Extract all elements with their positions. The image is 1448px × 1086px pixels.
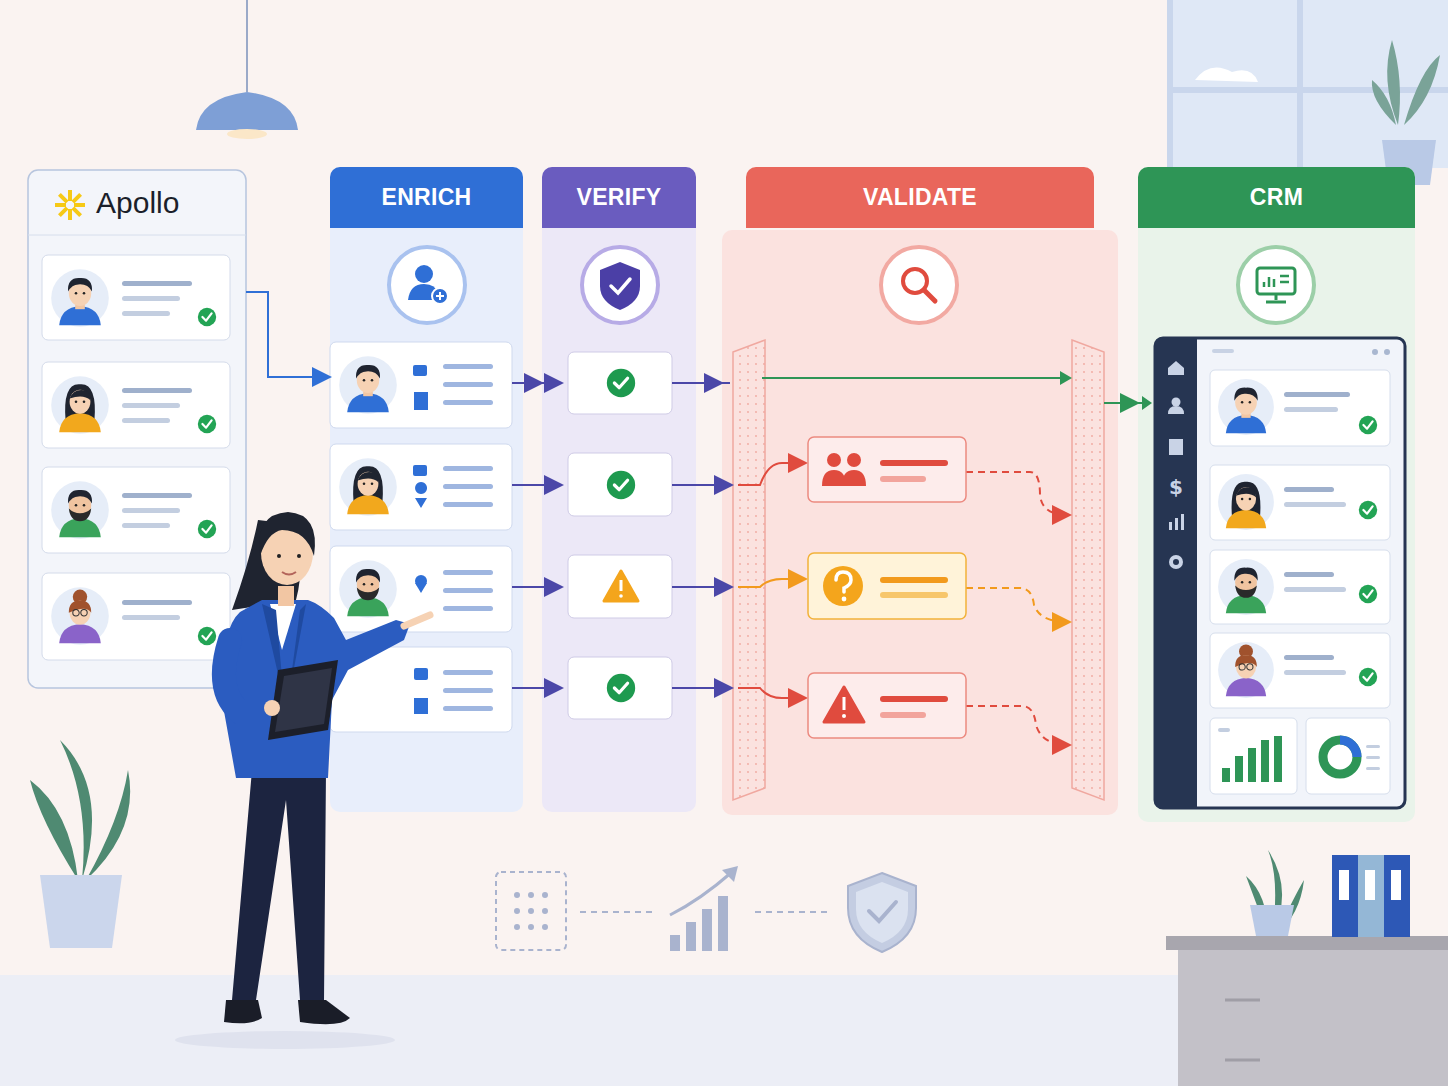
flow-arrow: [1118, 402, 1138, 404]
stage-column: VALIDATE: [722, 167, 1118, 815]
svg-text:$: $: [1169, 475, 1183, 499]
source-panel: Apollo: [28, 170, 246, 688]
flow-arrow: [523, 382, 542, 384]
stage-column: VERIFY: [542, 167, 696, 812]
crm-column: CRM: [1138, 167, 1415, 822]
column-header: VERIFY: [542, 167, 696, 228]
brand-name: Apollo: [96, 186, 179, 220]
column-header: ENRICH: [330, 167, 523, 228]
column-header: VALIDATE: [746, 167, 1094, 228]
flow-arrow: [696, 382, 722, 384]
column-header: CRM: [1138, 167, 1415, 228]
stage-column: ENRICH: [330, 167, 523, 812]
flow-arrow: [246, 292, 330, 377]
